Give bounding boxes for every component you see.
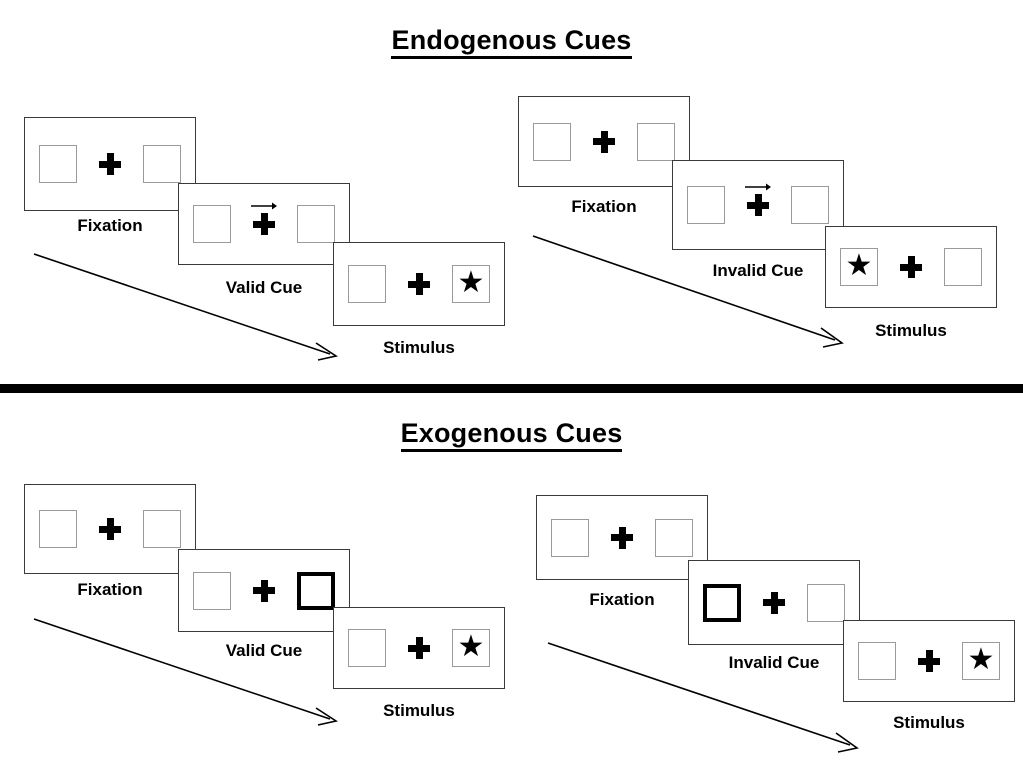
arrow-right-icon [251,202,277,210]
right-box-with-target: ★ [452,265,490,303]
timeline-arrow-endogenous-valid [33,253,339,361]
panel-exogenous-valid-cue [178,549,350,632]
panel-exogenous-invalid-cue [688,560,860,645]
timeline-arrow-exogenous-invalid [547,642,859,753]
panel-endogenous-invalid-stimulus: ★ [825,226,997,308]
left-box [687,186,725,224]
frame-label-stimulus: Stimulus [875,321,947,340]
fixation-plus-icon [759,580,789,626]
right-box-with-target: ★ [452,629,490,667]
right-box [297,205,335,243]
left-box [193,571,231,610]
right-box-with-target: ★ [962,642,1000,680]
arrow-right-icon [745,183,771,191]
frame-label-stimulus: Stimulus [383,338,455,357]
right-box [637,122,675,161]
section-title-exogenous: Exogenous Cues [0,418,1023,452]
panel-exogenous-invalid-fixation [536,495,708,580]
right-box-cue-highlight [297,571,335,610]
frame-label-fixation: Fixation [77,216,143,235]
right-box [655,518,693,557]
frame-label-valid-cue: Valid Cue [225,278,303,297]
fixation-plus-icon [589,119,619,165]
left-box [348,629,386,667]
fixation-plus-icon [404,261,434,307]
fixation-plus-icon [249,568,279,614]
fixation-plus-icon [404,625,434,671]
panel-exogenous-invalid-stimulus: ★ [843,620,1015,702]
left-box [533,122,571,161]
timeline-arrow-exogenous-valid [33,618,339,726]
fixation-plus-icon [607,515,637,561]
right-box [143,510,181,548]
fixation-plus-icon [896,244,926,290]
left-box [858,642,896,680]
right-box [143,145,181,183]
panel-exogenous-valid-fixation [24,484,196,574]
frame-label-fixation: Fixation [589,590,655,609]
section-title-endogenous-text: Endogenous Cues [391,25,632,59]
fixation-plus-icon [743,182,773,228]
panel-endogenous-valid-stimulus: ★ [333,242,505,326]
left-box-with-target: ★ [840,248,878,286]
star-icon: ★ [845,249,873,282]
panel-endogenous-invalid-cue [672,160,844,250]
left-box-cue-highlight [703,583,741,622]
left-box [39,145,77,183]
frame-label-valid-cue: Valid Cue [225,641,303,660]
section-divider [0,384,1023,393]
frame-label-stimulus: Stimulus [893,713,965,732]
star-icon: ★ [457,630,485,663]
frame-label-invalid-cue: Invalid Cue [712,261,804,280]
frame-label-stimulus: Stimulus [383,701,455,720]
fixation-plus-icon [95,141,125,187]
frame-label-fixation: Fixation [77,580,143,599]
left-box [193,205,231,243]
section-title-exogenous-text: Exogenous Cues [400,418,623,452]
fixation-plus-icon [249,201,279,247]
right-box [944,248,982,286]
panel-exogenous-valid-stimulus: ★ [333,607,505,689]
star-icon: ★ [967,643,995,676]
left-box [348,265,386,303]
panel-endogenous-invalid-fixation [518,96,690,187]
right-box [807,583,845,622]
star-icon: ★ [457,266,485,299]
left-box [39,510,77,548]
left-box [551,518,589,557]
right-box [791,186,829,224]
panel-endogenous-valid-fixation [24,117,196,211]
frame-label-fixation: Fixation [571,197,637,216]
frame-label-invalid-cue: Invalid Cue [728,653,820,672]
section-title-endogenous: Endogenous Cues [0,25,1023,59]
fixation-plus-icon [914,638,944,684]
panel-endogenous-valid-cue [178,183,350,265]
timeline-arrow-endogenous-invalid [532,235,844,348]
fixation-plus-icon [95,506,125,552]
